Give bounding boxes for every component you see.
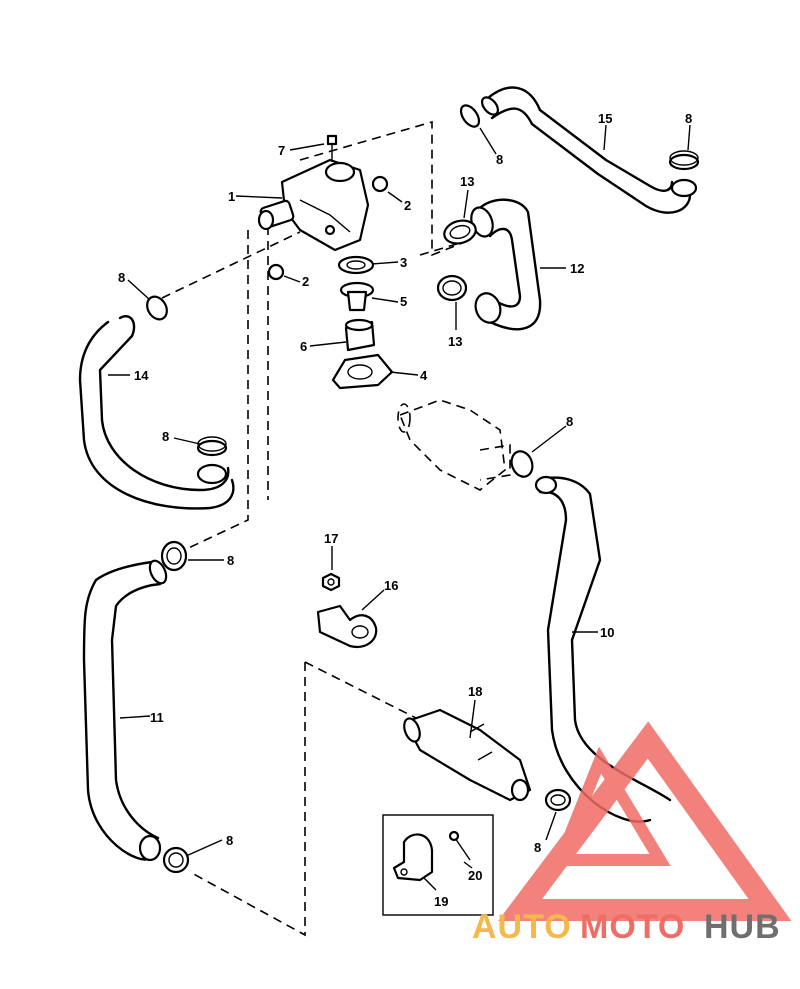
inset-box — [382, 814, 494, 916]
callout-12: 12 — [570, 261, 584, 276]
callout-14: 14 — [134, 368, 149, 383]
callout-13-lower: 13 — [448, 334, 462, 349]
hose-11[interactable] — [82, 558, 169, 862]
callout-1: 1 — [228, 189, 235, 204]
plug-2-upper[interactable] — [371, 175, 389, 193]
watermark-logo — [497, 721, 792, 921]
clamp-8-hose14-upper[interactable] — [143, 293, 171, 323]
watermark-auto: AUTO — [472, 908, 572, 946]
callout-2-lower: 2 — [302, 274, 309, 289]
callout-3: 3 — [400, 255, 407, 270]
screw-20[interactable] — [448, 830, 471, 861]
clamp-8-hose15-right[interactable] — [668, 150, 700, 171]
watermark-moto: MOTO — [580, 908, 685, 946]
seal-ring-3[interactable] — [337, 255, 375, 275]
cooler-18[interactable] — [401, 708, 532, 802]
gasket-4[interactable] — [331, 353, 394, 390]
clamp-13-lower[interactable] — [436, 274, 468, 302]
callout-19: 19 — [434, 894, 448, 909]
callout-8-top-mid: 8 — [496, 152, 503, 167]
callout-13-upper: 13 — [460, 174, 474, 189]
callout-18: 18 — [468, 684, 482, 699]
callout-labels: 1 7 2 2 3 5 6 4 15 8 8 13 12 13 8 14 8 8… — [118, 111, 692, 909]
water-pump-outline — [397, 399, 511, 491]
leader-lines — [108, 124, 691, 891]
hose-12[interactable] — [467, 198, 542, 331]
callout-16: 16 — [384, 578, 398, 593]
callout-8-left-hose14: 8 — [162, 429, 169, 444]
callout-4: 4 — [420, 368, 428, 383]
clamp-8-hose15-top[interactable] — [457, 102, 482, 130]
callout-11: 11 — [150, 710, 164, 725]
callout-2-upper: 2 — [404, 198, 411, 213]
clamp-8-hose14-lower[interactable] — [196, 436, 228, 457]
callout-6: 6 — [300, 339, 307, 354]
clamp-8-hose10-bottom[interactable] — [544, 788, 572, 812]
bracket-16[interactable] — [316, 604, 378, 648]
callout-8-bottom-left: 8 — [226, 833, 233, 848]
watermark-hub: HUB — [704, 908, 781, 946]
nut-17[interactable] — [321, 572, 341, 592]
bolt-7[interactable] — [326, 134, 338, 162]
watermark-text: AUTO MOTO HUB — [472, 908, 781, 946]
callout-8-left-lower: 8 — [227, 553, 234, 568]
clamp-8-hose11-bottom[interactable] — [162, 846, 190, 874]
callout-8-left-upper: 8 — [118, 270, 125, 285]
hose-10[interactable] — [534, 475, 672, 823]
callout-20: 20 — [468, 868, 482, 883]
clip-19[interactable] — [392, 833, 434, 882]
callout-10: 10 — [600, 625, 614, 640]
callout-17: 17 — [324, 531, 338, 546]
callout-8-mid: 8 — [566, 414, 573, 429]
assembly-dashed-lines — [161, 120, 471, 937]
callout-8-bottom-right: 8 — [534, 840, 541, 855]
thermostat-5[interactable] — [339, 281, 375, 312]
sleeve-6[interactable] — [344, 318, 376, 352]
plug-2-lower[interactable] — [267, 263, 285, 281]
callout-8-top-right: 8 — [685, 111, 692, 126]
hose-15[interactable] — [479, 86, 698, 214]
callout-15: 15 — [598, 111, 612, 126]
callout-7: 7 — [278, 143, 285, 158]
hose-14[interactable] — [78, 315, 235, 510]
clamp-8-hose11-top[interactable] — [160, 540, 188, 572]
clamp-13-upper[interactable] — [442, 217, 479, 247]
thermostat-housing[interactable] — [257, 158, 370, 252]
callout-5: 5 — [400, 294, 407, 309]
clamp-8-hose10-top[interactable] — [508, 448, 536, 479]
